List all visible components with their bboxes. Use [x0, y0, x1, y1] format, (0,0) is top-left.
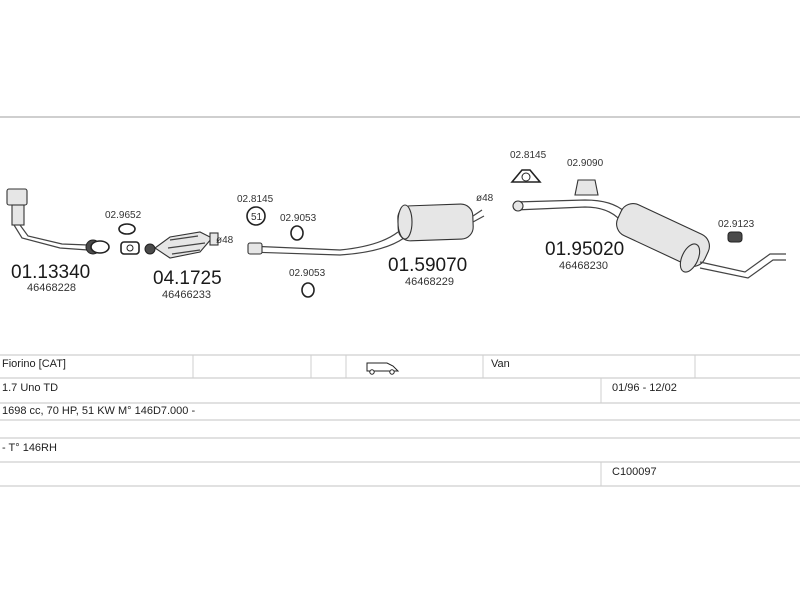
gasket-accessory-1: [118, 223, 140, 255]
clamp-accessory-1: 51: [246, 206, 266, 226]
part-ref-1: 46468228: [27, 282, 76, 294]
catalytic-converter: [144, 231, 219, 259]
downpipe-part: [6, 188, 110, 255]
accessory-code-1: 02.9652: [105, 210, 142, 221]
pipe-diameter-2: ø48: [476, 193, 494, 204]
type-code: - T° 146RH: [2, 442, 57, 454]
gasket-accessory-2: [290, 225, 304, 241]
part-code-4: 01.95020: [545, 239, 624, 260]
middle-silencer: [247, 203, 485, 256]
accessory-code-2: 02.8145: [237, 194, 274, 205]
catalog-id: C100097: [612, 466, 657, 478]
info-table-grid: [0, 354, 800, 487]
accessory-code-5: 02.8145: [510, 150, 547, 161]
clamp-accessory-2: [727, 231, 743, 243]
body-type: Van: [491, 358, 510, 370]
accessory-code-4: 02.9053: [289, 268, 326, 279]
clamp-label: 51: [251, 212, 263, 223]
part-ref-3: 46468229: [405, 276, 454, 288]
vehicle-model: Fiorino [CAT]: [2, 358, 66, 370]
production-period: 01/96 - 12/02: [612, 382, 677, 394]
part-code-1: 01.13340: [11, 262, 90, 283]
rear-silencer: [512, 179, 786, 279]
part-code-2: 04.1725: [153, 268, 222, 289]
part-ref-2: 46466233: [162, 289, 211, 301]
gasket-accessory-3: [301, 282, 315, 298]
part-code-3: 01.59070: [388, 255, 467, 276]
accessory-code-7: 02.9123: [718, 219, 755, 230]
accessory-code-3: 02.9053: [280, 213, 317, 224]
hanger-accessory: [510, 169, 542, 183]
accessory-code-6: 02.9090: [567, 158, 604, 169]
part-ref-4: 46468230: [559, 260, 608, 272]
van-icon: [366, 362, 400, 375]
pipe-diameter-1: ø48: [216, 235, 234, 246]
engine-name: 1.7 Uno TD: [2, 382, 59, 394]
engine-specs: 1698 cc, 70 HP, 51 KW M° 146D7.000 -: [2, 405, 196, 417]
